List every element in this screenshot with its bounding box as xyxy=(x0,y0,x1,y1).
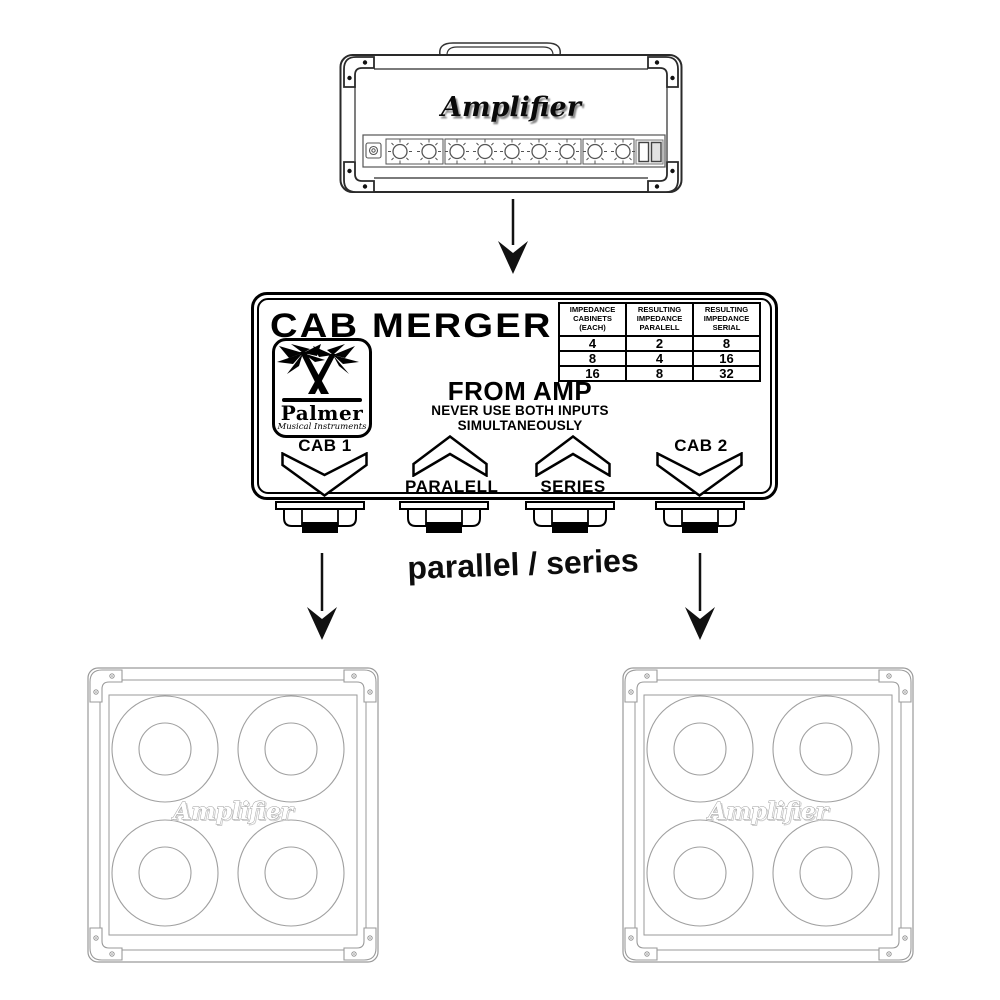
table-cell: 8 xyxy=(558,349,627,367)
impedance-table: IMPEDANCE CABINETS (EACH) RESULTING IMPE… xyxy=(558,302,761,382)
amplifier-head: Amplifier Amplifier xyxy=(339,42,683,193)
amp-rails xyxy=(354,68,668,179)
input-jack-icon xyxy=(365,142,382,159)
handle-icon xyxy=(439,42,561,56)
chevron-down-icon xyxy=(281,452,368,497)
svg-text:Amplifier: Amplifier xyxy=(173,800,296,827)
series-label: SERIES xyxy=(540,477,606,496)
table-header: RESULTING IMPEDANCE SERIAL xyxy=(692,302,761,337)
palm-trees-icon xyxy=(277,344,359,394)
svg-text:Amplifier: Amplifier xyxy=(440,95,585,126)
chevron-up-icon xyxy=(412,435,488,477)
table-cell: 4 xyxy=(625,349,694,367)
warning-line-2: SIMULTANEOUSLY xyxy=(457,417,583,433)
speaker-cabinet-left: Amplifier Amplifier xyxy=(87,667,379,963)
table-cell: 16 xyxy=(558,364,627,382)
amp-brand-text: Amplifier Amplifier xyxy=(438,92,585,126)
from-amp-block: FROM AMP NEVER USE BOTH INPUTS SIMULTANE… xyxy=(370,378,670,434)
chevron-down-icon xyxy=(656,452,743,497)
jack-connector xyxy=(275,501,365,534)
logo-ground-bar xyxy=(282,398,362,402)
table-row: 8 4 16 xyxy=(558,349,761,367)
arrow-down-icon xyxy=(685,553,715,640)
arrow-down-icon xyxy=(307,553,337,640)
warning-line-1: NEVER USE BOTH INPUTS xyxy=(431,403,609,418)
table-cell: 8 xyxy=(692,334,761,352)
cabinet-brand-text: Amplifier Amplifier xyxy=(171,798,297,827)
parallel-label: PARALELL xyxy=(405,477,499,496)
from-amp-label: FROM AMP xyxy=(447,376,593,406)
parallel-series-caption: parallel / series xyxy=(406,541,640,587)
cab-merger-unit: CAB MERGER Palmer Musical Instruments IM… xyxy=(251,292,778,500)
table-cell: 2 xyxy=(625,334,694,352)
svg-text:Amplifier: Amplifier xyxy=(438,92,583,123)
logo-brand: Palmer xyxy=(280,401,364,425)
palmer-logo: Palmer Musical Instruments xyxy=(272,338,372,438)
jack-connector xyxy=(525,501,615,534)
jack-connector xyxy=(399,501,489,534)
table-row: 16 8 32 xyxy=(558,364,761,382)
chevron-up-icon xyxy=(535,435,611,477)
power-switches-icon xyxy=(635,139,664,165)
jack-connector xyxy=(655,501,745,534)
svg-text:Amplifier: Amplifier xyxy=(171,798,294,825)
table-cell: 8 xyxy=(625,364,694,382)
arrow-down-icon xyxy=(498,199,528,274)
svg-text:Amplifier: Amplifier xyxy=(708,800,831,827)
cab2-label: CAB 2 xyxy=(674,436,728,455)
speaker-cabinet-right: Amplifier Amplifier xyxy=(622,667,914,963)
cabinet-brand-text: Amplifier Amplifier xyxy=(706,798,832,827)
logo-tagline: Musical Instruments xyxy=(277,422,367,432)
svg-text:Amplifier: Amplifier xyxy=(706,798,829,825)
table-header: RESULTING IMPEDANCE PARALELL xyxy=(625,302,694,337)
table-cell: 16 xyxy=(692,349,761,367)
table-row: 4 2 8 xyxy=(558,334,761,352)
table-cell: 4 xyxy=(558,334,627,352)
table-header: IMPEDANCE CABINETS (EACH) xyxy=(558,302,627,337)
table-cell: 32 xyxy=(692,364,761,382)
cab1-label: CAB 1 xyxy=(298,436,352,455)
amp-control-panel xyxy=(362,134,666,168)
